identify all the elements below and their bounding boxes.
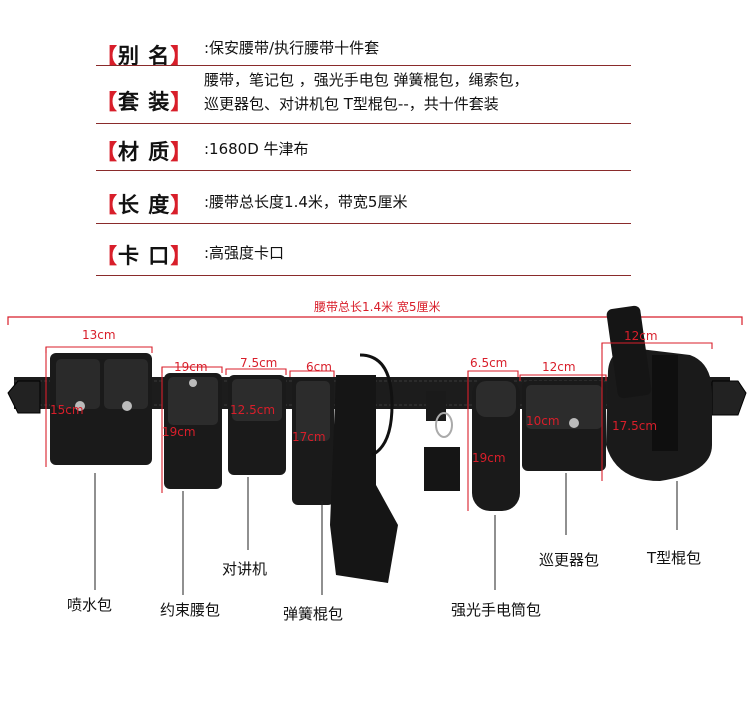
item-name-radio: 对讲机	[222, 560, 268, 578]
flashlight-pouch	[472, 377, 520, 511]
spec-value-length: :腰带总长度1.4米，带宽5厘米	[204, 193, 408, 211]
handcuff-pouch	[164, 373, 222, 489]
dim-baton-width: 6cm	[306, 360, 332, 374]
dim-pepper-height: 15cm	[50, 403, 84, 417]
dim-radio-height: 12.5cm	[230, 403, 276, 417]
spec-row-length: 【长 度】 :腰带总长度1.4米，带宽5厘米	[96, 183, 631, 231]
spec-row-material: 【材 质】 :1680D 牛津布	[96, 130, 631, 178]
bracket-baton	[289, 370, 335, 377]
t-baton-holster	[606, 305, 712, 481]
spec-value-material: :1680D 牛津布	[204, 140, 309, 158]
total-length-bracket	[7, 316, 743, 325]
divider	[96, 275, 631, 276]
spec-row-buckle: 【卡 口】 :高强度卡口	[96, 234, 631, 282]
dim-radio-width: 7.5cm	[240, 356, 278, 370]
spec-row-alias: 【别 名】 :保安腰带/执行腰带十件套	[96, 32, 631, 80]
dim-tbaton-height: 17.5cm	[612, 419, 658, 433]
divider	[96, 65, 631, 66]
item-name-flash: 强光手电筒包	[451, 601, 542, 619]
item-name-patrol: 巡更器包	[539, 551, 600, 569]
belt-total-length-label: 腰带总长1.4米 宽5厘米	[314, 300, 441, 314]
divider	[96, 223, 631, 224]
spec-value-set-line2: 巡更器包、对讲机包 T型棍包--，共十件套装	[204, 95, 499, 113]
dim-flash-width: 6.5cm	[470, 356, 508, 370]
spec-label-buckle: 【卡 口】	[96, 244, 193, 268]
dim-tbaton-width: 12cm	[624, 329, 658, 343]
baton-pouch	[292, 377, 334, 505]
spec-row-set: 【套 装】 腰带，笔记包 ，强光手电包 弹簧棍包，绳索包， 巡更器包、对讲机包 …	[96, 70, 631, 118]
bracket-radio	[225, 368, 287, 375]
divider	[96, 123, 631, 124]
dim-flash-height: 19cm	[472, 451, 506, 465]
dim-cuff-height: 19cm	[162, 425, 196, 439]
dim-patrol-width: 12cm	[542, 360, 576, 374]
dim-pepper-width: 13cm	[82, 328, 116, 342]
dim-cuff-width: 19cm	[174, 360, 208, 374]
spec-value-alias: :保安腰带/执行腰带十件套	[204, 39, 380, 57]
item-name-pepper: 喷水包	[67, 596, 113, 614]
spec-label-material: 【材 质】	[96, 140, 193, 164]
patrol-pouch	[522, 381, 606, 471]
item-name-baton: 弹簧棍包	[283, 605, 344, 623]
divider	[96, 170, 631, 171]
key-clip	[424, 391, 460, 491]
spec-label-set: 【套 装】	[96, 90, 193, 114]
item-name-cuff: 约束腰包	[160, 601, 221, 619]
bracket-patrol	[519, 374, 607, 381]
spec-label-alias: 【别 名】	[96, 44, 193, 68]
rope-pouch	[330, 353, 398, 583]
bracket-flash	[467, 370, 519, 377]
dim-patrol-height: 10cm	[526, 414, 560, 428]
item-name-tbaton: T型棍包	[647, 549, 702, 567]
bracket-pepper-w	[45, 346, 153, 353]
buckle-left	[7, 380, 41, 414]
spec-value-set-line1: 腰带，笔记包 ，强光手电包 弹簧棍包，绳索包，	[204, 71, 529, 89]
buckle-right	[711, 380, 747, 416]
belt-illustration	[7, 305, 747, 595]
dim-baton-height: 17cm	[292, 430, 326, 444]
spec-label-length: 【长 度】	[96, 193, 193, 217]
radio-pouch	[228, 375, 286, 475]
spec-value-buckle: :高强度卡口	[204, 244, 285, 262]
pepper-spray-pouch	[50, 353, 152, 465]
